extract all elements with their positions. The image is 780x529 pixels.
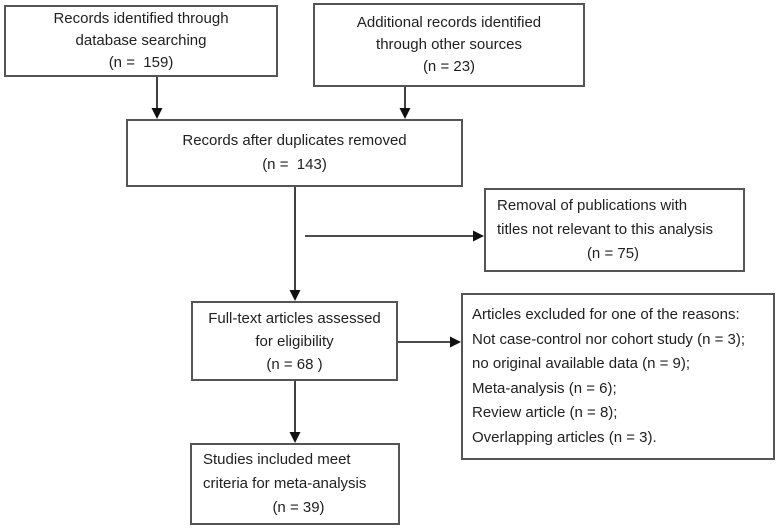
box-duplicates-removed: Records after duplicates removed (n = 14… <box>126 119 463 187</box>
box-additional-records: Additional records identified through ot… <box>313 3 585 87</box>
box-line: titles not relevant to this analysis <box>497 221 713 238</box>
box-studies-included: Studies included meet criteria for meta-… <box>190 443 400 525</box>
box-line: (n = 159) <box>108 54 174 71</box>
box-line: Not case-control nor cohort study (n = 3… <box>472 330 746 348</box>
box-records-identified: Records identified through database sear… <box>4 5 278 77</box>
box-line: Overlapping articles (n = 3). <box>472 428 657 446</box>
box-fulltext-assessed: Full-text articles assessed for eligibil… <box>191 301 398 381</box>
arrow-additional-to-duplicates <box>399 87 411 119</box>
box-line: through other sources <box>376 36 522 53</box>
box-line: (n = 39) <box>272 499 325 516</box>
arrow-fulltext-to-excluded <box>398 336 461 348</box>
box-line: Review article (n = 8); <box>472 404 618 421</box>
box-line: Removal of publications with <box>497 197 688 214</box>
arrow-branch-to-titles-removed <box>305 230 484 242</box>
box-line: Additional records identified <box>356 14 542 31</box>
box-line: Full-text articles assessed <box>208 309 381 327</box>
box-line: (n = 143) <box>262 156 327 173</box>
box-line: (n = 68 ) <box>266 355 323 373</box>
box-articles-excluded: Articles excluded for one of the reasons… <box>461 293 775 460</box>
box-line: no original available data (n = 9); <box>472 355 691 372</box>
box-line: (n = 23) <box>422 58 476 75</box>
box-line: (n = 75) <box>586 245 640 262</box>
box-line: database searching <box>75 32 207 49</box>
box-line: Records identified through <box>53 10 229 27</box>
box-titles-not-relevant: Removal of publications with titles not … <box>484 188 745 272</box>
box-line: criteria for meta-analysis <box>203 475 367 492</box>
box-line: Records after duplicates removed <box>182 132 407 149</box>
box-line: Studies included meet <box>203 451 351 468</box>
arrow-duplicates-to-fulltext <box>289 187 301 301</box>
box-line: for eligibility <box>255 332 334 350</box>
arrow-records-to-duplicates <box>151 77 163 119</box>
box-line: Meta-analysis (n = 6); <box>472 379 617 397</box>
arrow-fulltext-to-included <box>289 381 301 443</box>
box-line: Articles excluded for one of the reasons… <box>472 306 740 323</box>
